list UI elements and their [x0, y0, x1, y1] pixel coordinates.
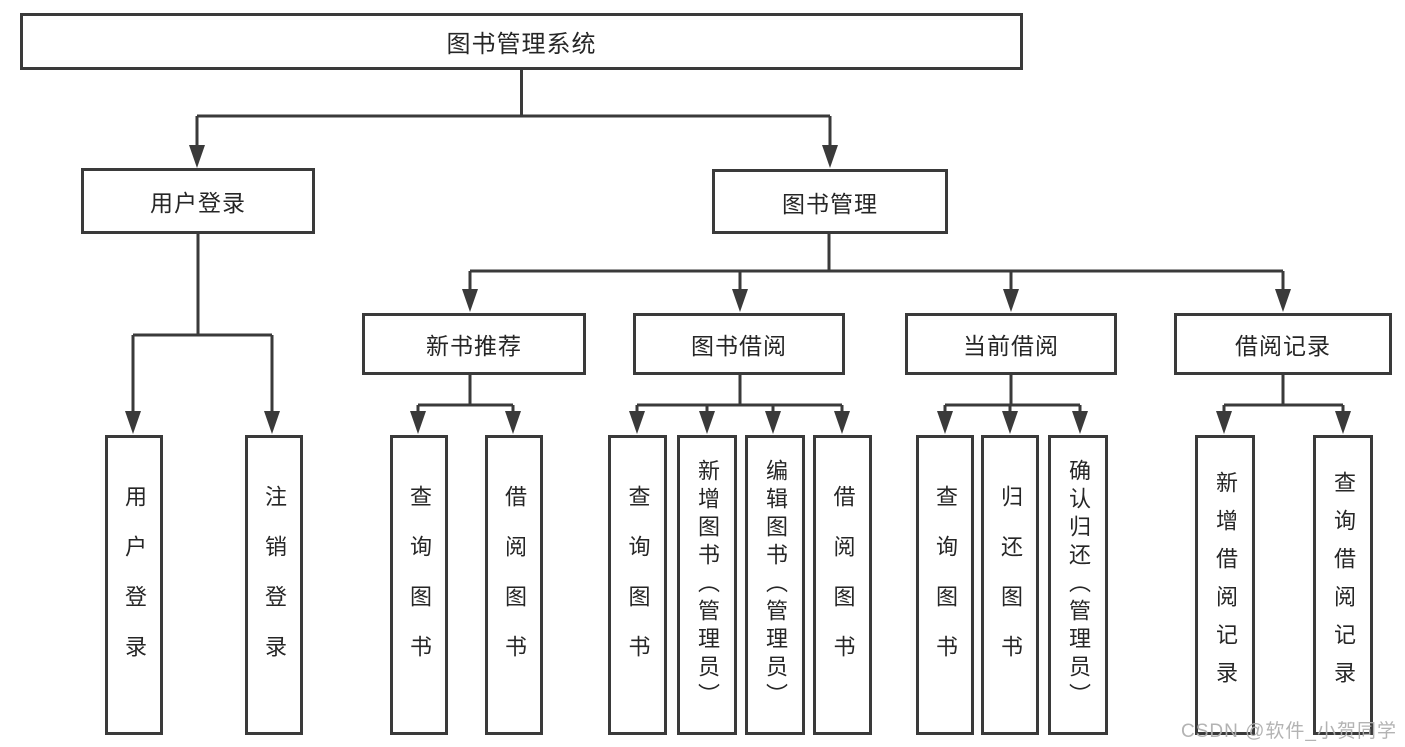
node-borrow-books-borrowing: 借阅图书	[813, 435, 872, 735]
node-book-management: 图书管理	[712, 169, 948, 234]
csdn-watermark: CSDN @软件_小贺同学	[1181, 721, 1397, 742]
node-add-books-admin: 新增图书（管理员）	[677, 435, 737, 735]
node-label: 图书管理	[782, 190, 878, 217]
node-query-books-current: 查询图书	[916, 435, 974, 735]
node-label: 借阅图书	[830, 485, 856, 685]
node-label: 借阅图书	[502, 485, 527, 685]
node-label: 查询借阅记录	[1331, 471, 1356, 699]
node-query-borrow-record: 查询借阅记录	[1313, 435, 1373, 735]
node-label: 确认归还（管理员）	[1066, 459, 1091, 711]
node-edit-books-admin: 编辑图书（管理员）	[745, 435, 805, 735]
node-label: 查询图书	[407, 485, 432, 685]
node-label: 图书管理系统	[446, 31, 597, 58]
node-label: 注销登录	[262, 485, 287, 685]
node-logout-login: 注销登录	[245, 435, 303, 735]
node-library-management-system: 图书管理系统	[20, 13, 1023, 70]
node-label: 查询图书	[933, 485, 958, 685]
node-label: 用户登录	[122, 485, 147, 685]
node-borrow-books-recommend: 借阅图书	[485, 435, 543, 735]
node-current-borrowing: 当前借阅	[905, 313, 1117, 375]
node-query-books-recommend: 查询图书	[390, 435, 448, 735]
node-label: 图书借阅	[691, 333, 787, 359]
node-user-login-group: 用户登录	[81, 168, 315, 234]
node-label: 借阅记录	[1235, 333, 1331, 359]
node-borrowing-records: 借阅记录	[1174, 313, 1392, 375]
node-label: 当前借阅	[963, 333, 1059, 359]
node-book-borrowing: 图书借阅	[633, 313, 845, 375]
node-label: 归还图书	[998, 485, 1023, 685]
node-label: 新增图书（管理员）	[695, 459, 720, 711]
node-label: 查询图书	[625, 485, 651, 685]
node-user-login: 用户登录	[105, 435, 163, 735]
node-return-books: 归还图书	[981, 435, 1039, 735]
node-label: 新增借阅记录	[1213, 471, 1238, 699]
node-label: 编辑图书（管理员）	[763, 459, 788, 711]
node-label: 新书推荐	[426, 333, 522, 359]
node-query-books-borrowing: 查询图书	[608, 435, 667, 735]
node-confirm-return-admin: 确认归还（管理员）	[1048, 435, 1108, 735]
node-label: 用户登录	[150, 190, 246, 216]
node-new-book-recommendation: 新书推荐	[362, 313, 586, 375]
node-add-borrow-record: 新增借阅记录	[1195, 435, 1255, 735]
